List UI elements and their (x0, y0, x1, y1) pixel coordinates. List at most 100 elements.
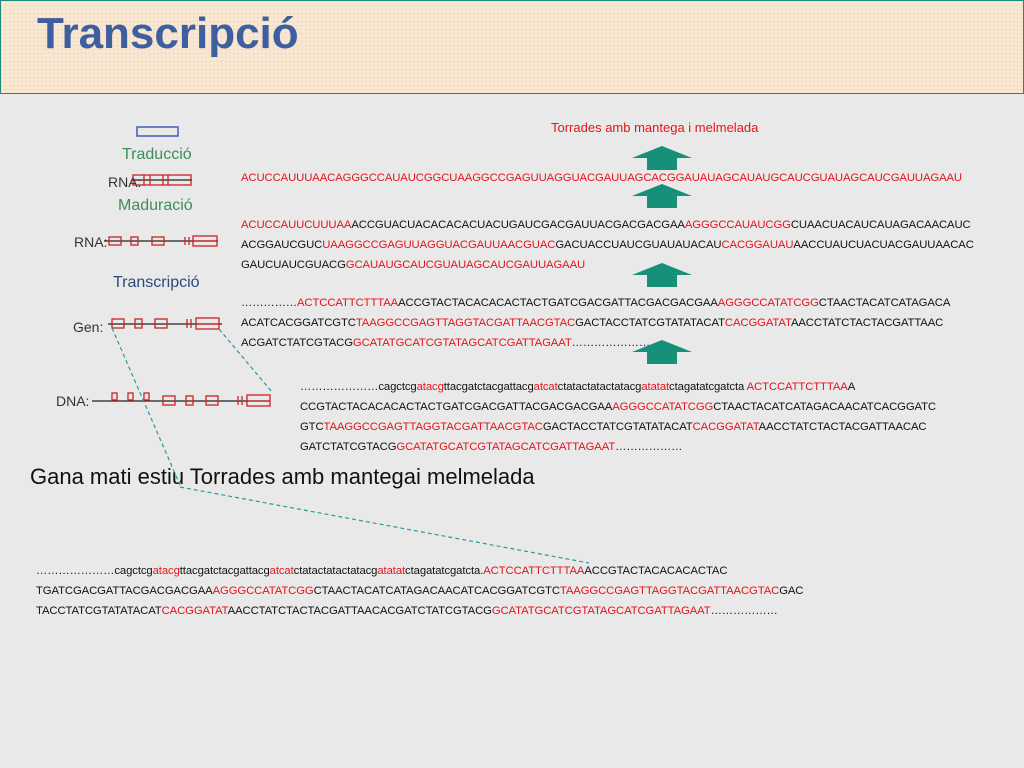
highlighted-segment: ACTCCATTCTTTAA (297, 297, 399, 309)
highlighted-segment: TAAGGCCGAGTTAGGTACGATTAACGTAC (355, 317, 576, 329)
sequence-segment: GAC (779, 585, 804, 597)
sequence-segment: ctagatatcgatcta (669, 381, 747, 393)
sequence-segment: ctatactatactatacg (557, 381, 642, 393)
product-header: Torrades amb mantega i melmelada (551, 120, 759, 135)
encoded-sentence: Gana mati estiu Torrades amb mantegai me… (30, 464, 535, 489)
highlighted-segment: GCATATGCATCGTATAGCATCGATTAGAAT (352, 337, 572, 349)
page-title: Transcripció (37, 9, 299, 58)
sequence-segment: ……………… (615, 441, 683, 453)
sequence-segment: TGATCGACGATTACGACGACGAA (36, 585, 213, 597)
highlighted-segment: atcat (533, 381, 558, 393)
sequence-segment: …………… (241, 297, 297, 309)
sequence-segment: …………………cagctcg (300, 381, 417, 393)
sequence-segment: CCGTACTACACACACTACTGATCGACGATTACGACGACGA… (300, 401, 613, 413)
highlighted-segment: TAAGGCCGAGTTAGGTACGATTAACGTAC (559, 585, 780, 597)
sequence-segment: …………………… (571, 337, 662, 349)
highlighted-segment: ACUCCAUUCUUUAA (241, 219, 352, 231)
gene-sequence: ……………ACTCCATTCTTTAAACCGTACTACACACACTACTG… (241, 293, 950, 353)
sequence-segment: ACCGTACTACACACACTAC (584, 565, 728, 577)
sequence-line: ACUCCAUUUAACAGGGCCAUAUCGGCUAAGGCCGAGUUAG… (241, 168, 962, 188)
highlighted-segment: AGGGCCATATCGG (717, 297, 819, 309)
highlighted-segment: ACTCCATTCTTTAA (483, 565, 585, 577)
highlighted-segment: TAAGGCCGAGTTAGGTACGATTAACGTAC (323, 421, 543, 433)
sequence-line: …………………cagctcgatacgttacgatctacgattacgatc… (36, 561, 803, 581)
sequence-segment: AACCTATCTACTACGATTAAC (790, 317, 944, 329)
highlighted-segment: ACTCCATTCTTTAA (746, 381, 848, 393)
highlighted-segment: atatat (377, 565, 406, 577)
sequence-line: TACCTATCGTATATACATCACGGATATAACCTATCTACTA… (36, 601, 803, 621)
up-arrows (632, 146, 692, 364)
protein-box (136, 126, 179, 137)
sequence-segment: AACCTATCTACTACGATTAACACGATCTATCGTACG (227, 605, 492, 617)
sequence-segment: GACUACCUAUCGUAUAUACAU (555, 239, 722, 251)
sequence-segment: CTAACTACATCATAGACAACATCACGGATC (713, 401, 936, 413)
sequence-segment: GTC (300, 421, 324, 433)
highlighted-segment: CACGGATAT (161, 605, 228, 617)
sequence-segment: CTAACTACATCATAGACA (818, 297, 951, 309)
highlighted-segment: GCAUAUGCAUCGUAUAGCAUCGAUUAGAAU (345, 259, 586, 271)
sequence-segment: GACTACCTATCGTATATACAT (575, 317, 725, 329)
sequence-segment: ACGATCTATCGTACG (241, 337, 353, 349)
sequence-segment: AACCUAUCUACUACGAUUAACAC (793, 239, 974, 251)
highlighted-segment: CACGGAUAU (721, 239, 794, 251)
title-band: Transcripció (0, 0, 1024, 94)
arrow-up-icon (632, 340, 692, 364)
sequence-segment: GACTACCTATCGTATATACAT (542, 421, 693, 433)
gene-strand (108, 317, 222, 330)
sequence-segment: A (847, 381, 856, 393)
sequence-line: ACGATCTATCGTACGGCATATGCATCGTATAGCATCGATT… (241, 333, 950, 353)
dna-strand (92, 392, 271, 407)
highlighted-segment: atacg (416, 381, 444, 393)
highlighted-segment: atatat (641, 381, 670, 393)
arrow-up-icon (632, 184, 692, 208)
sequence-segment: …………………cagctcg (36, 565, 153, 577)
label-rna-pre: RNA: (74, 234, 108, 250)
sequence-segment: CUAACUACAUCAUAGACAACAUC (790, 219, 971, 231)
bottom-sequence: …………………cagctcgatacgttacgatctacgattacgatc… (36, 561, 803, 621)
label-dna: DNA: (56, 393, 90, 409)
sequence-line: ACUCCAUUCUUUAAACCGUACUACACACACUACUGAUCGA… (241, 215, 974, 235)
zoom-lines (111, 327, 590, 564)
sequence-segment: ACGGAUCGUC (241, 239, 323, 251)
sequence-segment: ctagatatcgatcta. (405, 565, 484, 577)
pre-rna-sequence: ACUCCAUUCUUUAAACCGUACUACACACACUACUGAUCGA… (241, 215, 974, 275)
sequence-line: ACATCACGGATCGTCTAAGGCCGAGTTAGGTACGATTAAC… (241, 313, 950, 333)
highlighted-segment: AGGGCCATATCGG (212, 585, 314, 597)
sequence-segment: TACCTATCGTATATACAT (36, 605, 162, 617)
sequence-line: CCGTACTACACACACTACTGATCGACGATTACGACGACGA… (300, 397, 936, 417)
highlighted-segment: AGGGCCAUAUCGG (684, 219, 791, 231)
sequence-segment: ACATCACGGATCGTC (241, 317, 356, 329)
highlighted-segment: atcat (269, 565, 294, 577)
sequence-segment: ACCGUACUACACACACUACUGAUCGACGAUUACGACGACG… (351, 219, 685, 231)
sequence-segment: GAUCUAUCGUACG (241, 259, 346, 271)
highlighted-segment: GCATATGCATCGTATAGCATCGATTAGAAT (396, 441, 616, 453)
sequence-line: GATCTATCGTACGGCATATGCATCGTATAGCATCGATTAG… (300, 437, 936, 457)
sequence-segment: ttacgatctacgattacg (179, 565, 270, 577)
highlighted-segment: GCATATGCATCGTATAGCATCGATTAGAAT (491, 605, 711, 617)
sequence-line: GTCTAAGGCCGAGTTAGGTACGATTAACGTACGACTACCT… (300, 417, 936, 437)
sequence-line: ACGGAUCGUCUAAGGCCGAGUUAGGUACGAUUAACGUACG… (241, 235, 974, 255)
highlighted-segment: UAAGGCCGAGUUAGGUACGAUUAACGUAC (322, 239, 556, 251)
sequence-line: TGATCGACGATTACGACGACGAAAGGGCCATATCGGCTAA… (36, 581, 803, 601)
mature-rna-sequence: ACUCCAUUUAACAGGGCCAUAUCGGCUAAGGCCGAGUUAG… (241, 168, 962, 188)
sequence-segment: ttacgatctacgattacg (443, 381, 534, 393)
sequence-segment: ……………… (710, 605, 778, 617)
mature-rna-strand (132, 174, 192, 186)
arrow-up-icon (632, 146, 692, 170)
sequence-line: GAUCUAUCGUACGGCAUAUGCAUCGUAUAGCAUCGAUUAG… (241, 255, 974, 275)
label-gen: Gen: (73, 319, 104, 335)
arrow-up-icon (632, 263, 692, 287)
highlighted-segment: CACGGATAT (724, 317, 791, 329)
dna-sequence: …………………cagctcgatacgttacgatctacgattacgatc… (300, 377, 936, 457)
sequence-line: ……………ACTCCATTCTTTAAACCGTACTACACACACTACTG… (241, 293, 950, 313)
highlighted-segment: atacg (152, 565, 180, 577)
sequence-line: …………………cagctcgatacgttacgatctacgattacgatc… (300, 377, 936, 397)
label-traduccio: Traducció (122, 146, 192, 163)
pre-rna-strand (104, 235, 218, 247)
label-maduracio: Maduració (118, 197, 193, 214)
highlighted-segment: CACGGATAT (692, 421, 759, 433)
sequence-segment: AACCTATCTACTACGATTAACAC (758, 421, 927, 433)
sequence-segment: CTAACTACATCATAGACAACATCACGGATCGTC (313, 585, 560, 597)
highlighted-segment: ACUCCAUUUAACAGGGCCAUAUCGGCUAAGGCCGAGUUAG… (241, 172, 962, 184)
